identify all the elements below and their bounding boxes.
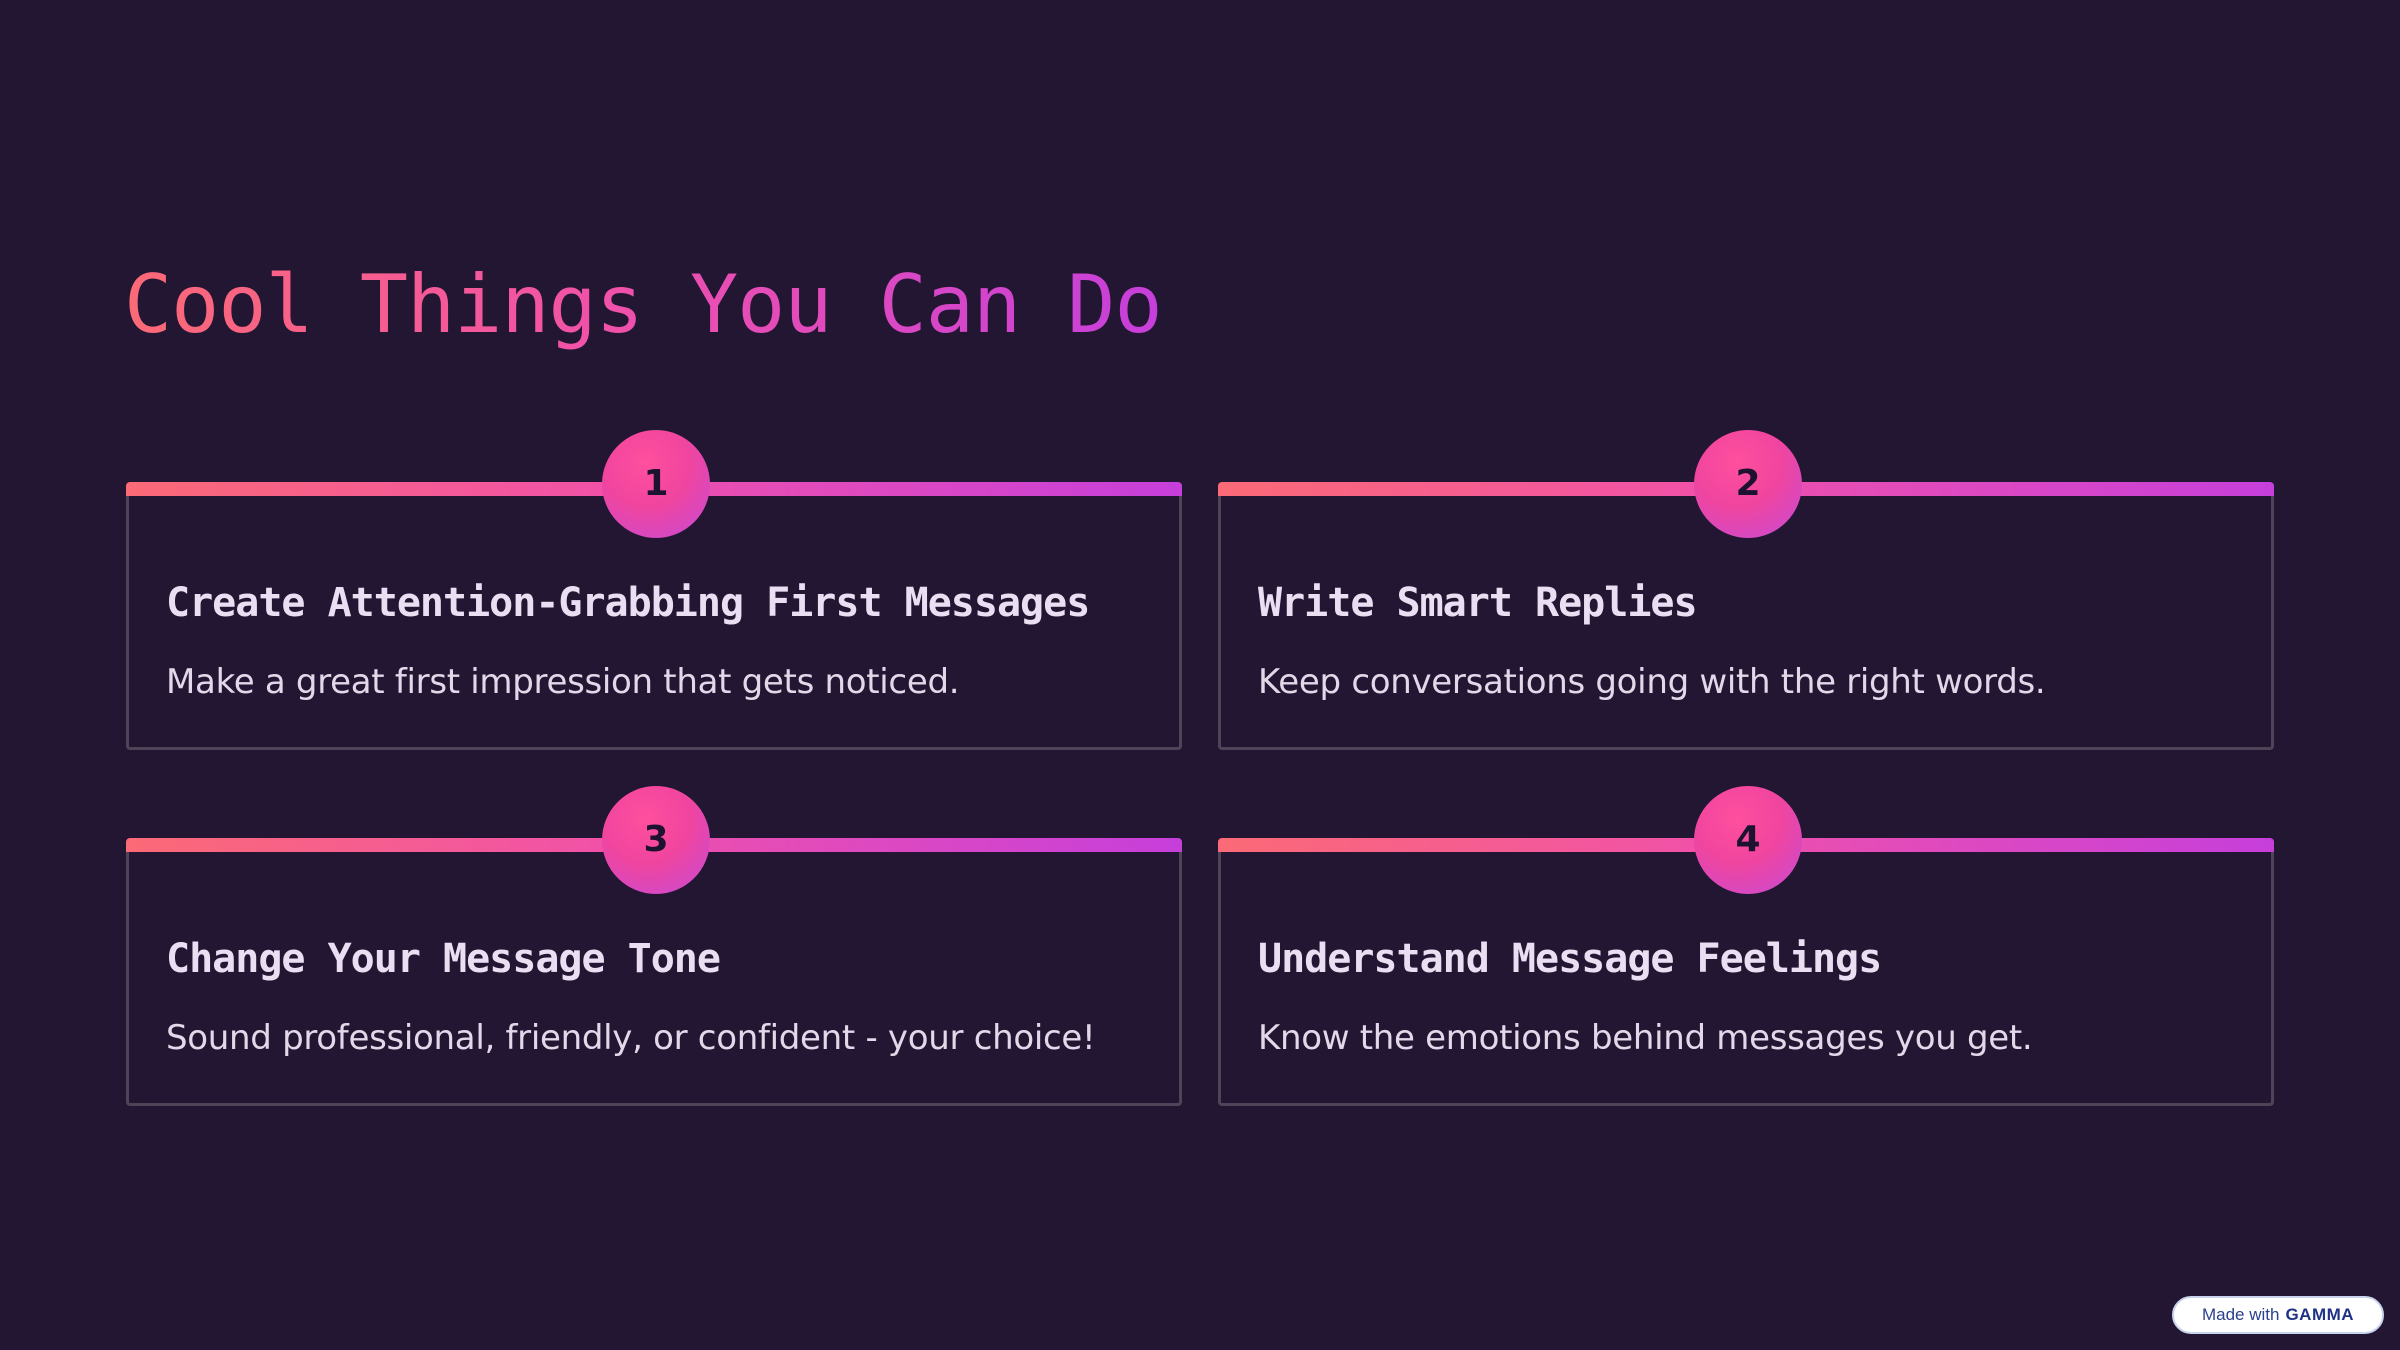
page-title: Cool Things You Can Do [124,250,1163,360]
step-number: 2 [1735,463,1761,504]
badge-prefix: Made with [2201,1305,2280,1324]
card-title: Change Your Message Tone [166,936,721,982]
feature-card-1: 1 Create Attention-Grabbing First Messag… [126,430,1182,750]
step-number: 3 [643,819,669,860]
step-number-badge: 1 [602,430,710,538]
feature-card-2: 2 Write Smart Replies Keep conversations… [1218,430,2274,750]
card-description: Make a great first impression that gets … [166,662,960,702]
card-description: Sound professional, friendly, or confide… [166,1018,1096,1058]
card-title: Create Attention-Grabbing First Messages [166,580,1090,626]
card-body [1218,852,2274,1106]
made-with-gamma-badge[interactable]: Made with GAMMA [2172,1296,2384,1334]
card-title: Write Smart Replies [1258,580,1698,626]
step-number-badge: 3 [602,786,710,894]
step-number-badge: 4 [1694,786,1802,894]
step-number: 1 [643,463,669,504]
step-number-badge: 2 [1694,430,1802,538]
step-number: 4 [1735,819,1761,860]
card-title: Understand Message Feelings [1258,936,1882,982]
card-description: Know the emotions behind messages you ge… [1258,1018,2033,1058]
feature-card-3: 3 Change Your Message Tone Sound profess… [126,786,1182,1106]
card-body [1218,496,2274,750]
gamma-logo: GAMMA [2285,1305,2355,1324]
feature-card-4: 4 Understand Message Feelings Know the e… [1218,786,2274,1106]
card-description: Keep conversations going with the right … [1258,662,2046,702]
card-body [126,496,1182,750]
card-body [126,852,1182,1106]
